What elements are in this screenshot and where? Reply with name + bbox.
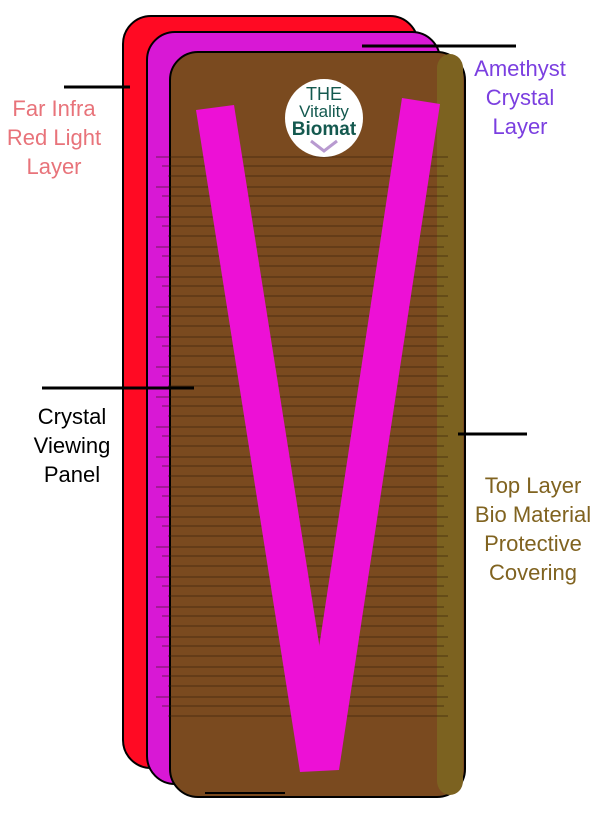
logo-line-biomat: Biomat bbox=[291, 119, 357, 140]
crystal-panel-label-line: Viewing bbox=[33, 433, 111, 458]
crystal-v-stripe-right bbox=[302, 98, 440, 770]
amethyst-label-line: Layer bbox=[492, 114, 548, 139]
amethyst-crystal-label: Amethyst Crystal Layer bbox=[462, 54, 578, 141]
amethyst-label-line: Crystal bbox=[485, 85, 555, 110]
top-layer-label-line: Protective bbox=[484, 531, 582, 556]
far-infra-red-label-line: Red Light bbox=[6, 125, 102, 150]
vitality-logo-badge bbox=[285, 79, 363, 157]
top-layer-label-line: Covering bbox=[488, 560, 578, 585]
amethyst-label-line: Amethyst bbox=[474, 56, 566, 81]
logo-line-the: THE bbox=[306, 84, 342, 104]
crystal-panel-label-line: Panel bbox=[43, 462, 101, 487]
logo-line-vitality: Vitality bbox=[299, 102, 349, 121]
crystal-viewing-panel-label: Crystal Viewing Panel bbox=[8, 402, 136, 489]
top-layer-label-line: Bio Material bbox=[474, 502, 592, 527]
bio-cover-edge bbox=[437, 54, 463, 795]
crystal-v-stripe-left bbox=[196, 105, 339, 772]
far-infra-red-label: Far Infra Red Light Layer bbox=[0, 94, 108, 181]
top-layer-label-line: Top Layer bbox=[484, 473, 582, 498]
chevron-down-icon bbox=[310, 139, 338, 153]
top-layer-label: Top Layer Bio Material Protective Coveri… bbox=[464, 471, 602, 587]
crystal-panel-label-line: Crystal bbox=[37, 404, 107, 429]
far-infra-red-label-line: Layer bbox=[26, 154, 82, 179]
far-infra-red-label-line: Far Infra bbox=[12, 96, 96, 121]
